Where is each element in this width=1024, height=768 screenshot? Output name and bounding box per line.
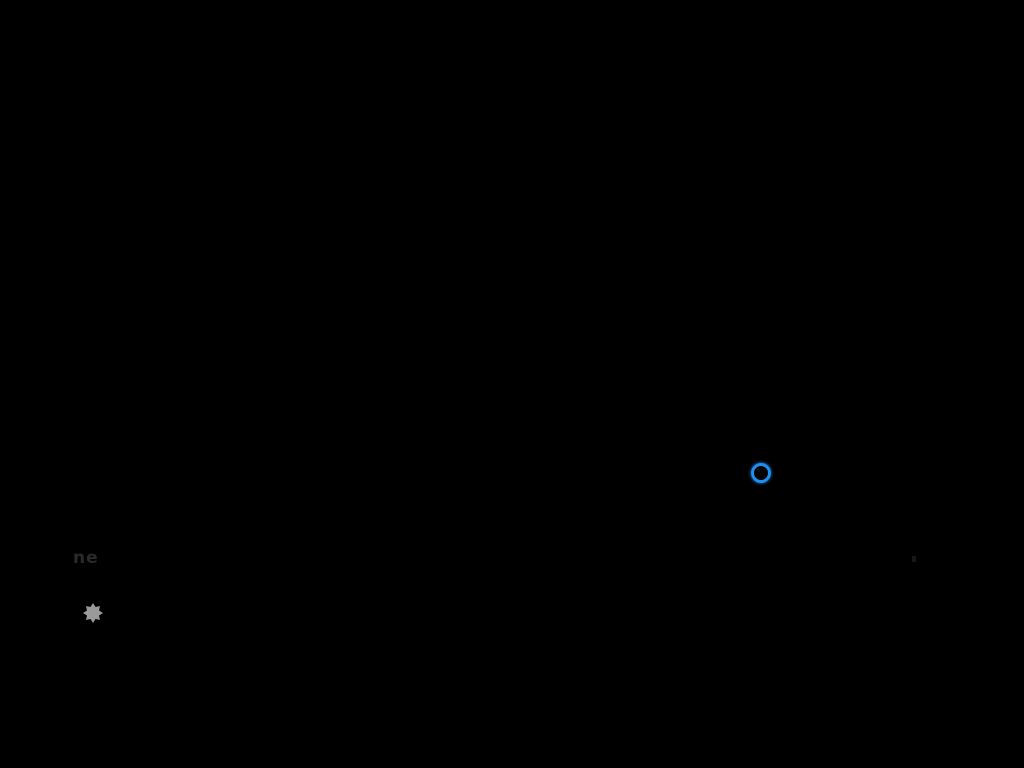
gear-spinner-icon — [83, 603, 103, 623]
busy-cursor-icon — [751, 463, 771, 483]
faded-text: ne — [73, 548, 99, 568]
faded-mark — [912, 556, 916, 562]
